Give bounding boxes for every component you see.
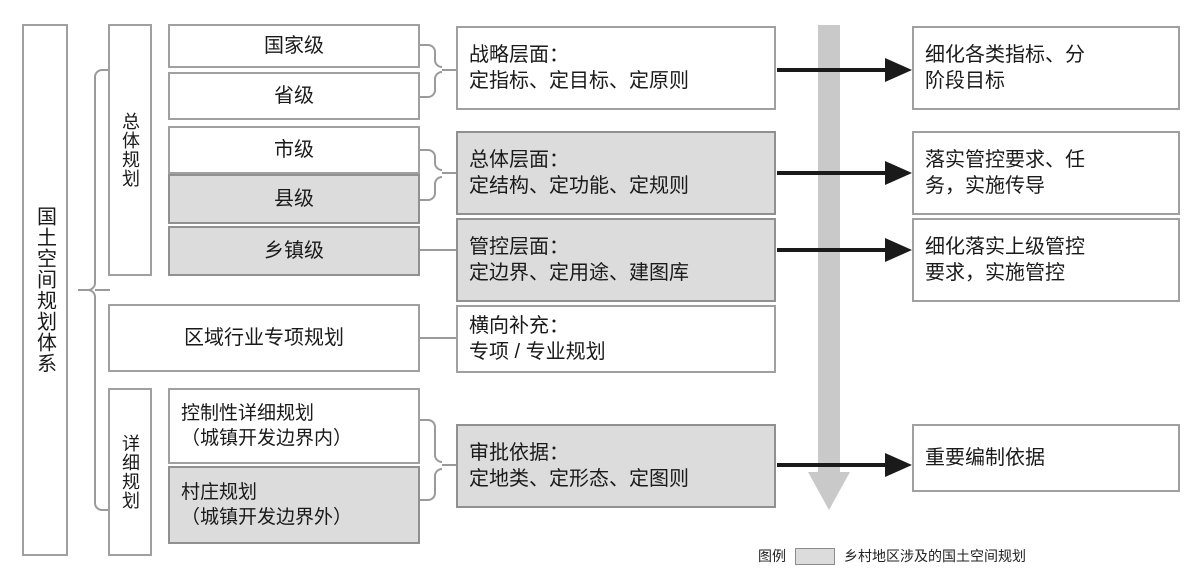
detailed-plan-label: 村庄规划 （城镇开发边界外） [181, 481, 353, 528]
legend: 图例 乡村地区涉及的国土空间规划 [758, 546, 1026, 566]
aspect-label: 战略层面： 定指标、定目标、定原则 [469, 43, 689, 92]
brace-strategy [420, 44, 456, 98]
regional-plan-box: 区域行业专项规划 [108, 304, 420, 372]
brace-approval [420, 419, 456, 501]
regional-plan-label: 区域行业专项规划 [184, 326, 344, 349]
flow-arrow-down [808, 25, 850, 510]
level-box-township: 乡镇级 [168, 226, 420, 276]
outcome-label: 细化落实上级管控 要求，实施管控 [925, 235, 1085, 284]
aspect-box-strategy: 战略层面： 定指标、定目标、定原则 [456, 26, 776, 110]
group-detailed-box: 详细规划 [108, 388, 152, 556]
legend-title: 图例 [758, 548, 786, 564]
group-detailed-label: 详细规划 [120, 434, 140, 510]
aspect-label: 总体层面： 定结构、定功能、定规则 [469, 148, 689, 197]
outcome-box-indicators: 细化各类指标、分 阶段目标 [912, 26, 1180, 110]
root-label: 国土空间规划体系 [33, 206, 56, 374]
level-box-provincial: 省级 [168, 72, 420, 120]
aspect-label: 管控层面： 定边界、定用途、建图库 [469, 235, 689, 284]
brace-overall [420, 149, 456, 201]
outcome-box-basis: 重要编制依据 [912, 424, 1180, 492]
detailed-plan-box-village: 村庄规划 （城镇开发边界外） [168, 466, 420, 544]
level-label: 国家级 [264, 34, 324, 57]
aspect-label: 横向补充： 专项 / 专业规划 [469, 314, 606, 363]
root-box: 国土空间规划体系 [22, 24, 68, 556]
level-label: 市级 [274, 138, 314, 161]
outcome-arrows [777, 68, 892, 467]
detailed-plan-box-urban: 控制性详细规划 （城镇开发边界内） [168, 388, 420, 464]
outcome-box-transmission: 落实管控要求、任 务，实施传导 [912, 131, 1180, 215]
aspect-box-approval: 审批依据： 定地类、定形态、定图则 [456, 424, 776, 508]
group-overall-label: 总体规划 [120, 112, 140, 188]
outcome-arrowheads [885, 58, 912, 477]
legend-swatch-icon [795, 547, 835, 565]
outcome-label: 重要编制依据 [925, 446, 1045, 469]
level-label: 省级 [274, 84, 314, 107]
aspect-box-overall: 总体层面： 定结构、定功能、定规则 [456, 131, 776, 215]
aspect-label: 审批依据： 定地类、定形态、定图则 [469, 441, 689, 490]
aspect-box-supplement: 横向补充： 专项 / 专业规划 [456, 305, 776, 373]
level-label: 县级 [274, 187, 314, 210]
level-box-national: 国家级 [168, 24, 420, 68]
level-box-county: 县级 [168, 174, 420, 224]
level-label: 乡镇级 [264, 239, 324, 262]
outcome-box-control: 细化落实上级管控 要求，实施管控 [912, 218, 1180, 302]
legend-text: 乡村地区涉及的国土空间规划 [844, 548, 1026, 564]
detailed-plan-label: 控制性详细规划 （城镇开发边界内） [181, 402, 353, 449]
level-box-city: 市级 [168, 126, 420, 174]
group-overall-box: 总体规划 [108, 24, 152, 276]
root-brace [78, 69, 110, 511]
outcome-label: 落实管控要求、任 务，实施传导 [925, 148, 1085, 197]
aspect-box-control: 管控层面： 定边界、定用途、建图库 [456, 218, 776, 302]
outcome-label: 细化各类指标、分 阶段目标 [925, 43, 1085, 92]
